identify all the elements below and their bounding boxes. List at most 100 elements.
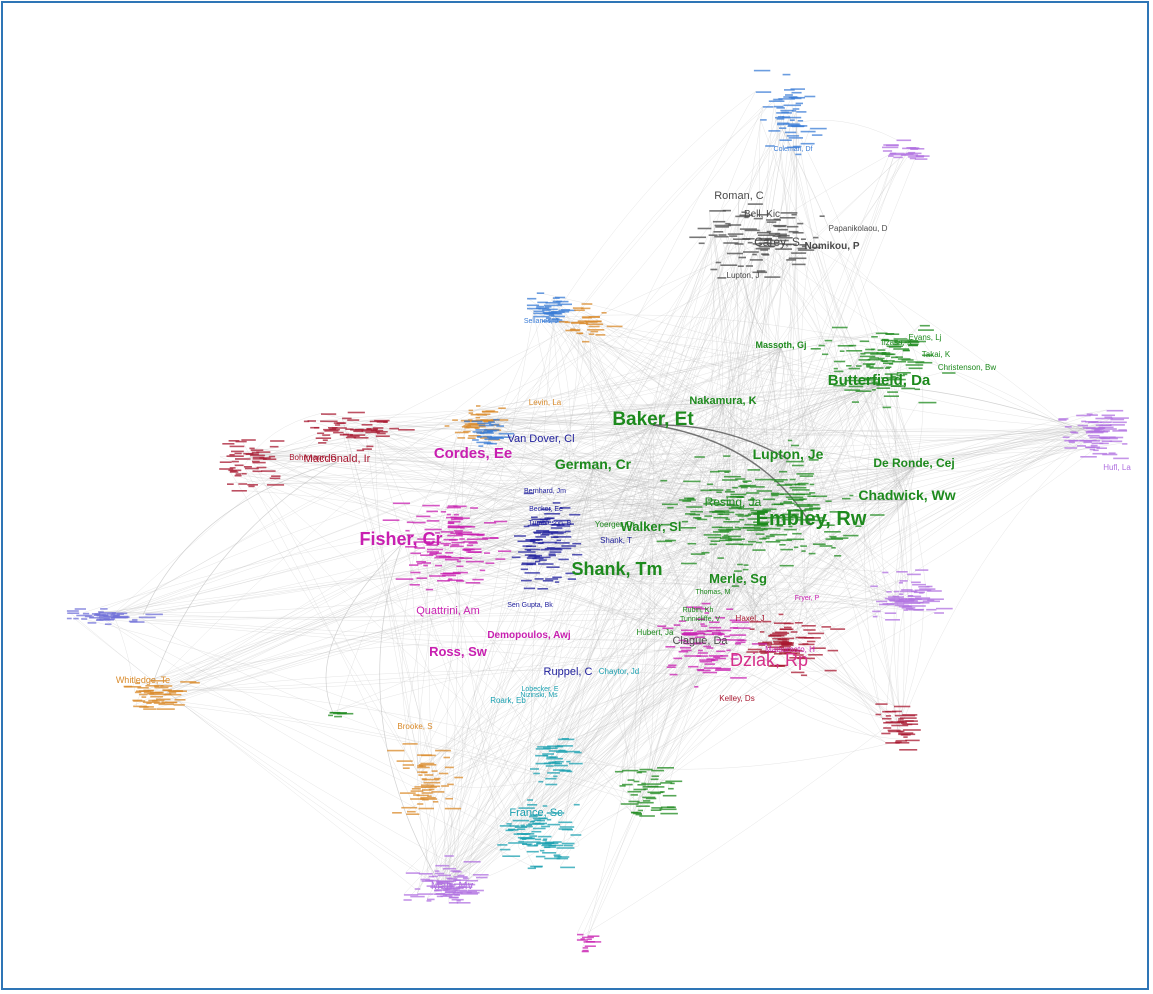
network-node <box>760 525 766 527</box>
network-node <box>670 782 675 785</box>
network-edge <box>429 552 701 645</box>
network-node <box>731 506 744 508</box>
network-edge <box>462 403 724 878</box>
network-edge <box>732 249 761 507</box>
network-edge <box>96 470 710 620</box>
network-edge <box>787 360 835 460</box>
network-node <box>714 617 725 619</box>
network-node <box>824 531 841 533</box>
network-edge <box>484 429 724 477</box>
network-edge <box>768 245 833 327</box>
network-node <box>888 363 894 365</box>
network-node <box>908 367 923 370</box>
network-edge <box>530 505 734 815</box>
network-node <box>426 544 438 546</box>
network-node <box>1082 424 1088 427</box>
network-edge <box>556 458 789 746</box>
network-edge <box>437 568 522 887</box>
network-edge <box>483 431 915 472</box>
network-node <box>615 770 624 773</box>
network-node <box>902 605 911 608</box>
network-node <box>403 899 412 901</box>
network-edge <box>699 590 912 645</box>
network-node <box>779 653 787 655</box>
network-node <box>249 447 255 450</box>
network-node <box>642 800 651 802</box>
network-node <box>696 630 712 633</box>
network-edge <box>113 420 484 615</box>
network-edge <box>524 351 882 549</box>
network-node <box>876 384 891 386</box>
network-node <box>638 809 643 812</box>
network-node <box>322 434 331 436</box>
network-edge <box>699 426 1099 645</box>
network-node <box>866 366 874 368</box>
network-edge <box>457 333 887 892</box>
network-edge <box>489 384 880 437</box>
network-node <box>451 541 465 544</box>
network-node <box>436 882 450 885</box>
network-node <box>441 785 449 787</box>
network-node <box>154 686 169 689</box>
network-edge <box>743 131 786 565</box>
network-node <box>447 878 458 880</box>
network-edge <box>81 617 546 779</box>
network-node <box>563 844 573 847</box>
network-node <box>800 142 815 145</box>
network-node <box>538 780 544 783</box>
network-node <box>831 547 836 549</box>
network-node <box>517 828 526 830</box>
network-node <box>778 613 784 616</box>
network-node <box>917 601 924 604</box>
network-edge <box>448 426 465 894</box>
network-node <box>846 379 859 382</box>
network-node <box>746 529 764 531</box>
network-node <box>650 809 662 811</box>
network-node <box>894 341 907 344</box>
network-edge <box>423 526 744 783</box>
network-node <box>886 603 905 605</box>
network-node <box>456 565 464 568</box>
network-edge <box>110 347 782 615</box>
network-node <box>860 353 866 355</box>
author-node-label: Thomas, M <box>695 589 730 596</box>
network-edge <box>153 347 782 703</box>
network-node <box>523 587 535 590</box>
author-node-label: Lupton, Je <box>753 446 824 462</box>
network-node <box>876 352 891 354</box>
network-node <box>883 395 899 397</box>
network-edge <box>833 384 908 501</box>
network-edge <box>429 384 880 554</box>
network-node <box>538 835 552 838</box>
network-node <box>666 666 676 668</box>
network-node <box>894 705 911 708</box>
network-edge <box>678 430 1090 640</box>
network-node <box>447 557 464 559</box>
network-edge <box>511 424 654 557</box>
network-edge <box>483 344 909 432</box>
network-edge <box>73 617 415 889</box>
network-node <box>66 610 79 612</box>
network-node <box>440 572 454 575</box>
network-node <box>235 458 251 460</box>
network-node <box>539 849 545 852</box>
network-node <box>163 689 173 691</box>
network-node <box>743 251 759 253</box>
network-node <box>392 812 402 814</box>
network-node <box>791 125 804 128</box>
network-node <box>748 499 755 501</box>
network-node <box>468 435 481 437</box>
network-node <box>781 644 794 647</box>
network-node <box>885 715 891 717</box>
network-node <box>1110 418 1125 421</box>
author-node-label: Cordes, Ee <box>434 445 512 462</box>
network-node <box>538 817 547 820</box>
network-node <box>399 792 416 794</box>
network-node <box>690 510 703 513</box>
network-node <box>545 578 559 580</box>
network-edge <box>226 424 654 457</box>
network-edge <box>774 116 908 501</box>
network-node <box>783 516 801 519</box>
network-node <box>720 264 738 266</box>
network-node <box>411 788 421 790</box>
